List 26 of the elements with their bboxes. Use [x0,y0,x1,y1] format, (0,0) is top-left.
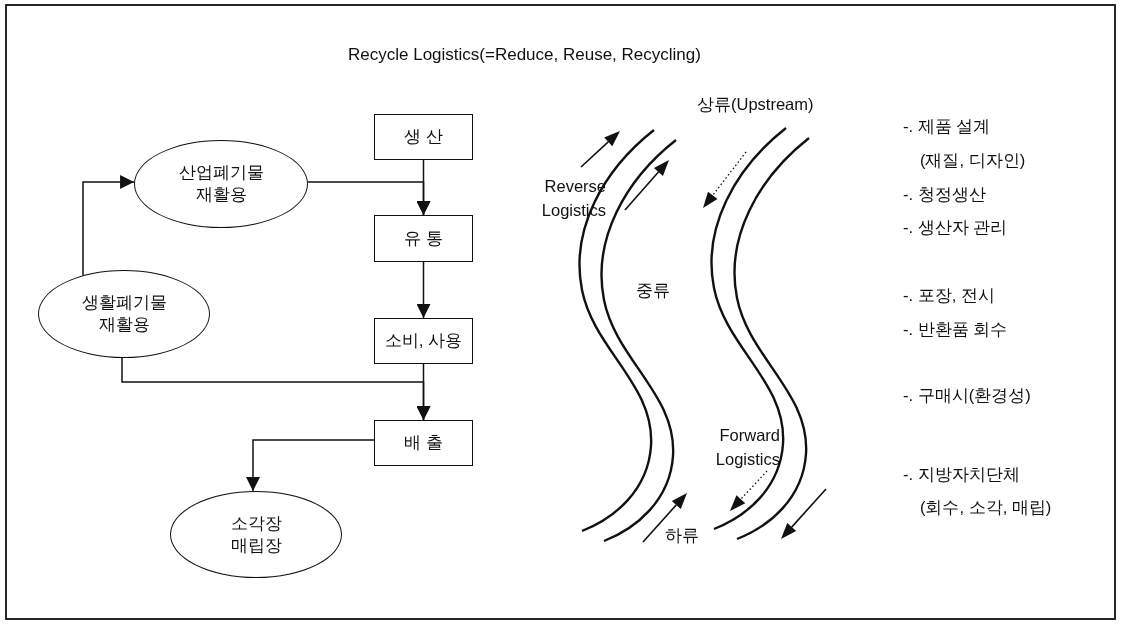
list-item: -. 생산자 관리 [903,217,1008,237]
process-box: 배 출 [374,420,473,466]
arrow [307,181,431,216]
arrow [246,439,375,492]
list-item: -. 청정생산 [903,184,986,204]
list-item: -. 포장, 전시 [903,285,995,305]
list-item: -. 반환품 회수 [903,319,1008,339]
title: Recycle Logistics(=Reduce, Reuse, Recycling) [348,45,701,65]
arrow [82,175,135,277]
river-label: Forward Logistics [714,425,780,470]
list-item: (회수, 소각, 매립) [920,497,1052,517]
process-ellipse: 생활폐기물 재활용 [38,270,210,358]
list-item: (재질, 디자인) [920,150,1026,170]
arrow [416,261,431,319]
arrow [121,357,431,421]
list-item: -. 지방자치단체 [903,464,1020,484]
river-label: 중류 [636,280,670,300]
process-box: 유 통 [374,215,473,262]
river-label: 하류 [665,525,699,545]
process-ellipse: 소각장 매립장 [170,491,342,578]
process-ellipse: 산업폐기물 재활용 [134,140,308,228]
list-item: -. 제품 설계 [903,116,991,136]
process-box: 생 산 [374,114,473,160]
river-label: 상류(Upstream) [697,94,814,114]
process-box: 소비, 사용 [374,318,473,364]
list-item: -. 구매시(환경성) [903,385,1031,405]
